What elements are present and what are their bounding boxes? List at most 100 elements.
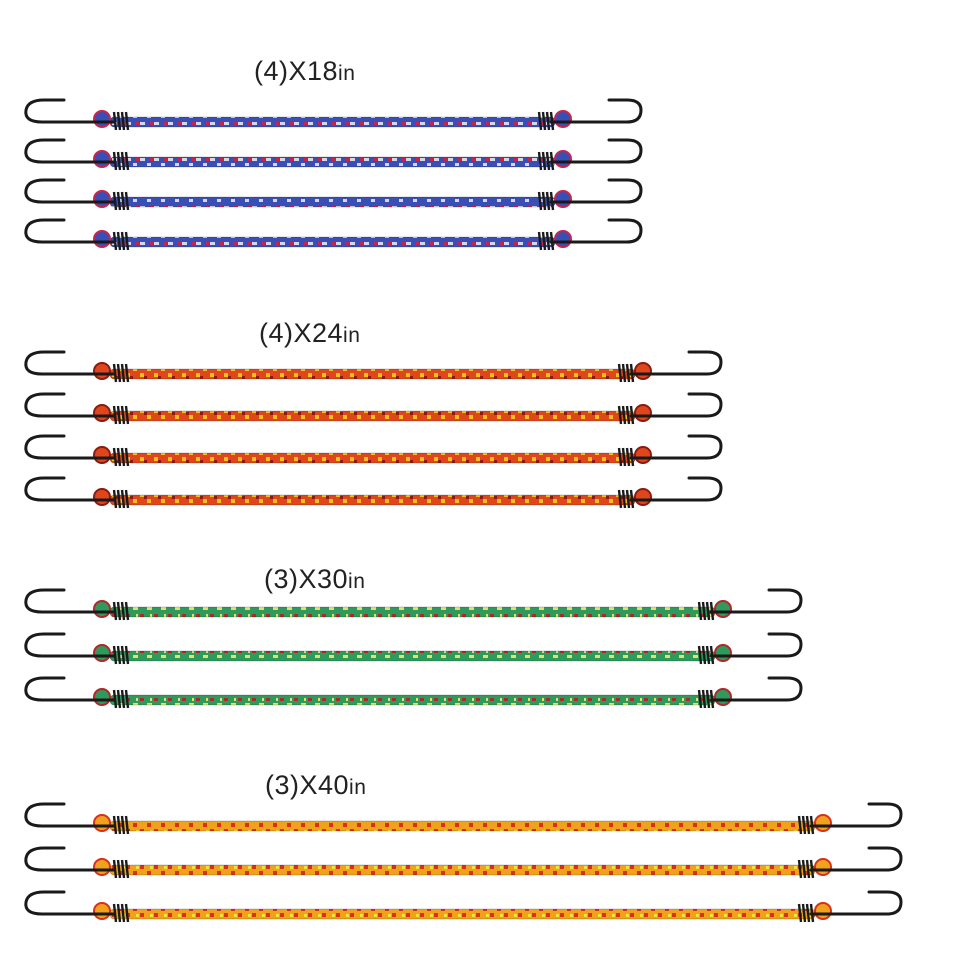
wire-wrap [697,601,703,621]
hook-left [24,138,116,164]
cord-knot [93,362,111,380]
cord-knot [714,688,732,706]
cord-knot [634,446,652,464]
wire-wrap [124,405,130,425]
group-label-40in: (3)X40in [265,770,366,801]
hook-left [24,178,116,204]
wire-wrap [617,405,623,425]
wire-wrap [805,815,811,835]
bungee-cord [24,676,803,709]
wire-wrap [120,601,126,621]
cord-knot [93,190,111,208]
cord-body [109,410,636,422]
hook-right [549,218,643,244]
cord-knot [93,404,111,422]
wire-wrap [124,689,130,709]
wire-wrap [116,111,122,131]
cord-knot [93,150,111,168]
hook-right [629,476,723,502]
hook-left [24,98,116,124]
cord-body [109,820,816,832]
wire-wrap [625,447,631,467]
wire-wrap [705,601,711,621]
wire-wrap [625,489,631,509]
wire-wrap [617,489,623,509]
label-count: (3)X40 [265,770,350,800]
wire-wrap [120,859,126,879]
hook-left [24,476,116,502]
cord-knot [554,150,572,168]
wire-wrap [124,859,130,879]
cord-body [109,650,716,662]
wire-wrap [116,689,122,709]
wire-wrap [617,447,623,467]
wire-wrap [120,689,126,709]
hook-right [629,392,723,418]
group-label-30in: (3)X30in [264,564,365,595]
wire-wrap [116,601,122,621]
wire-wrap [120,815,126,835]
bungee-cord [24,218,643,251]
cord-body [109,452,636,464]
wire-wrap [116,447,122,467]
wire-wrap [697,689,703,709]
wire-wrap [116,903,122,923]
cord-knot [814,902,832,920]
hook-right [549,98,643,124]
cord-knot [554,190,572,208]
wire-wrap [625,363,631,383]
group-label-18in: (4)X18in [254,56,355,87]
wire-wrap [797,815,803,835]
bungee-cord [24,434,723,467]
hook-right [709,676,803,702]
cord-knot [93,688,111,706]
wire-wrap [621,489,627,509]
wire-wrap [541,111,547,131]
hook-right [809,846,903,872]
cord-body [109,196,556,208]
wire-wrap [124,111,130,131]
hook-left [24,588,116,614]
cord-body [109,908,816,920]
label-count: (4)X24 [259,318,344,348]
wire-wrap [805,859,811,879]
wire-wrap [124,363,130,383]
hook-right [709,588,803,614]
label-unit: in [348,570,366,593]
bungee-cord [24,890,903,923]
cord-body [109,694,716,706]
cord-body [109,236,556,248]
wire-wrap [537,191,543,211]
wire-wrap [120,903,126,923]
hook-right [809,890,903,916]
hook-right [629,350,723,376]
label-count: (3)X30 [264,564,349,594]
cord-knot [634,488,652,506]
wire-wrap [805,903,811,923]
wire-wrap [541,151,547,171]
bungee-cord [24,350,723,383]
cord-knot [93,902,111,920]
wire-wrap [116,815,122,835]
label-unit: in [343,324,361,347]
wire-wrap [545,231,551,251]
wire-wrap [545,191,551,211]
hook-left [24,802,116,828]
hook-left [24,676,116,702]
hook-right [709,632,803,658]
cord-body [109,606,716,618]
wire-wrap [124,191,130,211]
cord-knot [93,814,111,832]
hook-left [24,218,116,244]
wire-wrap [701,601,707,621]
hook-left [24,434,116,460]
wire-wrap [120,489,126,509]
wire-wrap [621,363,627,383]
wire-wrap [621,447,627,467]
cord-knot [93,110,111,128]
hook-left [24,350,116,376]
bungee-cord [24,802,903,835]
wire-wrap [124,231,130,251]
wire-wrap [797,903,803,923]
wire-wrap [120,405,126,425]
